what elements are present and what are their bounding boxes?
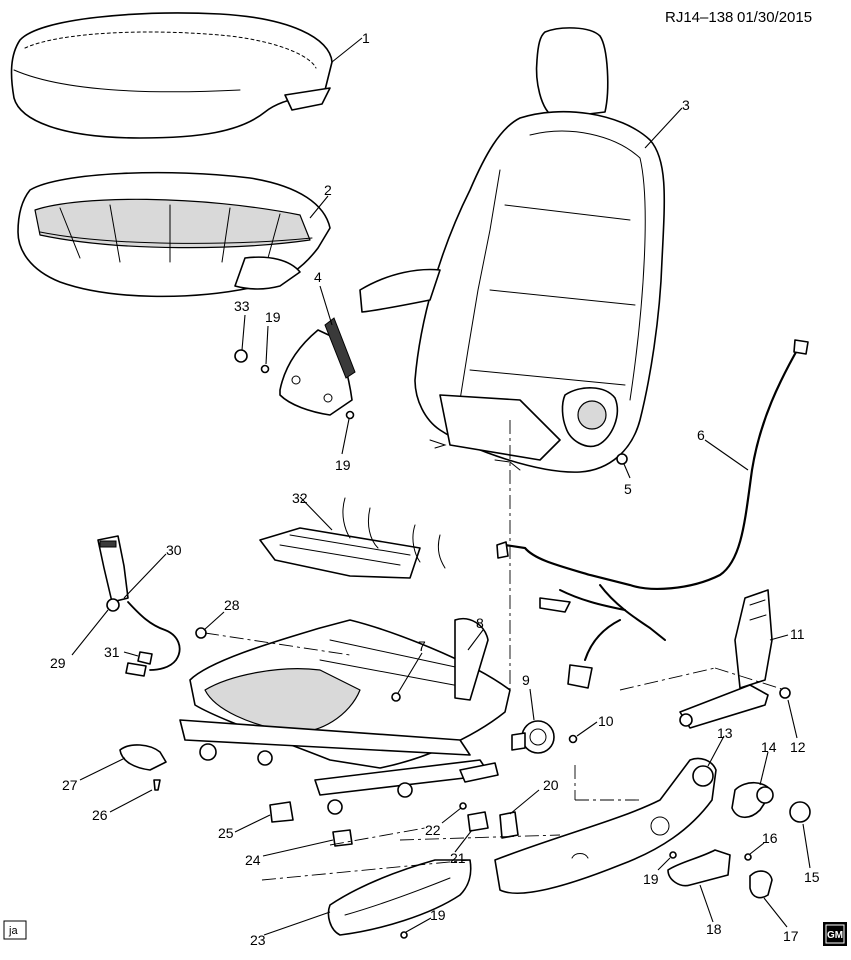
part-21-switch — [467, 811, 489, 832]
part-3-seat-back — [359, 27, 666, 473]
diagram-code: RJ14–138 — [665, 9, 733, 26]
callout-24: 24 — [245, 852, 261, 868]
callout-2: 2 — [324, 182, 332, 198]
part-11-lift-handle — [679, 589, 773, 729]
callout-19-a: 19 — [265, 309, 281, 325]
callout-5: 5 — [624, 481, 632, 497]
part-23-inner-shield — [327, 859, 472, 936]
callout-6: 6 — [697, 427, 705, 443]
part-24-clip — [332, 829, 353, 847]
part-5-bolt — [616, 453, 628, 465]
part-2-cushion-pad — [17, 171, 331, 298]
gm-logo-text: GM — [827, 930, 843, 941]
callout-9: 9 — [522, 672, 530, 688]
callout-4: 4 — [314, 269, 322, 285]
part-10-screw — [568, 734, 578, 744]
callout-31: 31 — [104, 644, 120, 660]
callout-21: 21 — [450, 850, 466, 866]
callout-30: 30 — [166, 542, 182, 558]
callout-17: 17 — [783, 928, 799, 944]
part-18-recline-lever — [667, 849, 731, 887]
part-31-connector — [137, 651, 153, 665]
callout-7: 7 — [418, 638, 426, 654]
part-15-cap — [789, 801, 811, 823]
part-4-side-trim — [279, 317, 356, 416]
callout-12: 12 — [790, 739, 806, 755]
part-19-screw-c — [669, 851, 677, 859]
callout-19-c: 19 — [643, 871, 659, 887]
part-19-screw-b — [345, 410, 355, 420]
part-20-bracket — [499, 811, 519, 839]
seat-frame — [179, 618, 511, 815]
callout-15: 15 — [804, 869, 820, 885]
part-1-cushion-cover — [10, 12, 333, 139]
footer-tag: ja — [3, 920, 27, 940]
part-33-nut — [234, 349, 248, 363]
diagram-date: 01/30/2015 — [737, 9, 812, 26]
part-22-nut — [459, 802, 467, 810]
part-12-bolt — [779, 687, 791, 699]
callout-3: 3 — [682, 97, 690, 113]
part-13-outer-shield — [494, 757, 717, 894]
part-25-clip — [269, 801, 294, 823]
part-19-screw-d — [400, 931, 408, 939]
callout-28: 28 — [224, 597, 240, 613]
part-27-end-cap — [119, 744, 167, 771]
callout-10: 10 — [598, 713, 614, 729]
callout-11: 11 — [790, 626, 805, 642]
leader-lines — [71, 37, 811, 936]
callout-27: 27 — [62, 777, 78, 793]
callout-32: 32 — [292, 490, 308, 506]
callout-8: 8 — [476, 615, 484, 631]
part-30-belt-buckle — [97, 535, 181, 677]
gm-logo: GM — [823, 922, 847, 946]
part-9-recliner-motor — [511, 720, 555, 754]
callout-33: 33 — [234, 298, 250, 314]
callout-19-b: 19 — [335, 457, 351, 473]
callout-13: 13 — [717, 725, 733, 741]
callout-19-d: 19 — [430, 907, 446, 923]
callout-20: 20 — [543, 777, 559, 793]
callout-16: 16 — [762, 830, 778, 846]
part-16-screw — [744, 853, 752, 861]
part-29-nut — [106, 598, 120, 612]
callout-29: 29 — [50, 655, 66, 671]
callout-1: 1 — [362, 30, 370, 46]
part-17-cover — [749, 870, 773, 899]
callout-14: 14 — [761, 739, 777, 755]
part-19-screw-a — [260, 364, 270, 374]
callout-labels: 1 2 3 4 5 6 33 19 19 32 30 28 29 31 7 8 … — [50, 30, 820, 948]
callout-23: 23 — [250, 932, 266, 948]
part-14-knob — [731, 781, 774, 819]
callout-25: 25 — [218, 825, 234, 841]
alignment-lines — [204, 420, 786, 881]
callout-18: 18 — [706, 921, 722, 937]
part-32-suspension-mat — [259, 497, 446, 579]
callout-26: 26 — [92, 807, 108, 823]
part-6-wire-harness — [496, 339, 809, 689]
part-26-screw — [153, 779, 161, 791]
callout-22: 22 — [425, 822, 441, 838]
footer-tag-text: ja — [8, 925, 18, 937]
